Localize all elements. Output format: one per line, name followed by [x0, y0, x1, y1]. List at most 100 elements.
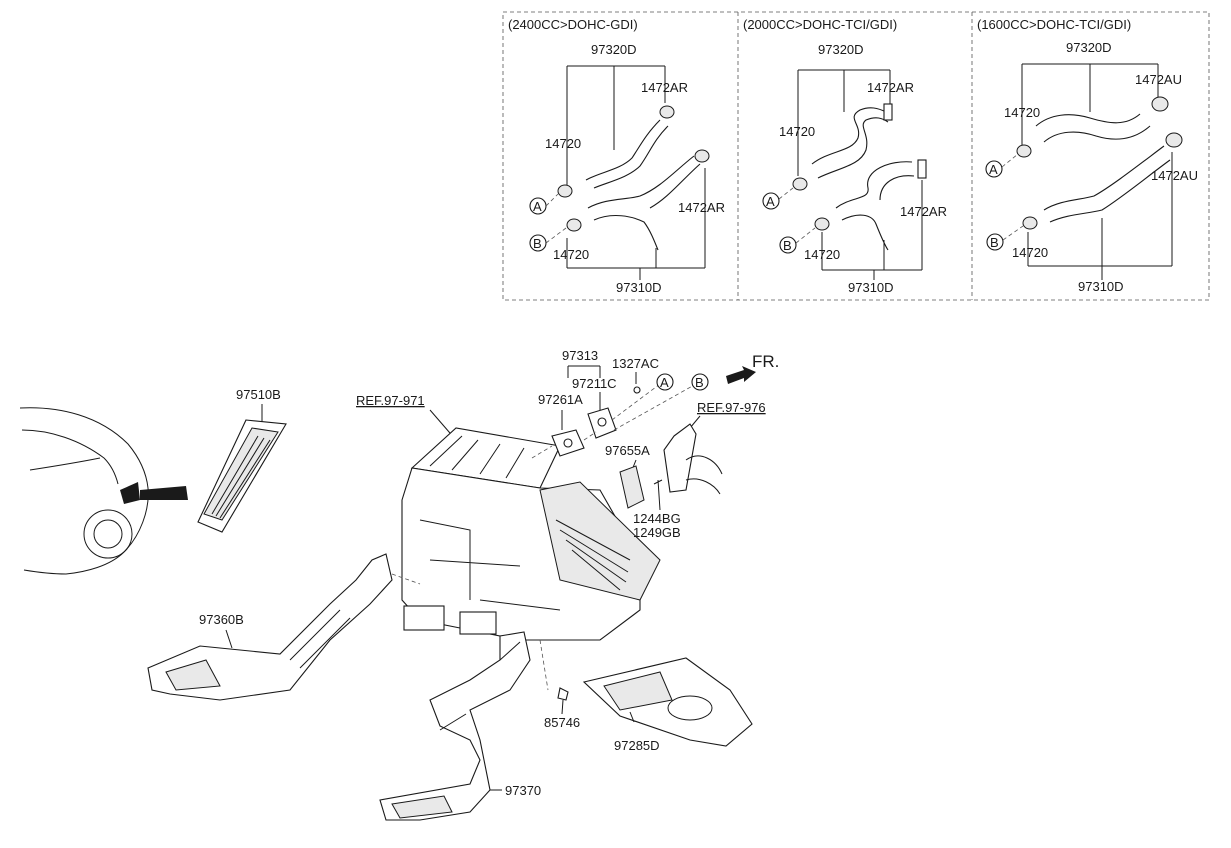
- leader-97310d: [821, 180, 923, 280]
- callout-b-label: B: [533, 236, 542, 251]
- upper-fittings: 97313 1327AC 97211C 97261A A B: [531, 348, 709, 459]
- clamp-icon: [792, 177, 808, 191]
- panel-2400cc: (2400CC>DOHC-GDI) 97320D 1472AR 14720 14…: [508, 17, 725, 295]
- part-label-97211c: 97211C: [572, 376, 617, 391]
- cover-97285d: 97285D: [582, 657, 753, 753]
- hose-lower-outline: [593, 163, 701, 251]
- leader-97360b: [225, 629, 233, 649]
- hose-lower: [1043, 145, 1165, 211]
- cover-round-recess: [667, 695, 713, 721]
- part-label-97320d: 97320D: [591, 42, 637, 57]
- callout-circle-a: [985, 160, 1003, 178]
- hose-upper: [1035, 113, 1141, 127]
- leader-97310d: [566, 168, 706, 280]
- car-hub: [93, 519, 123, 549]
- part-label-1472au-right: 1472AU: [1151, 168, 1198, 183]
- callout-circle-b: [779, 236, 797, 254]
- hose-lower: [587, 155, 695, 209]
- part-label-1244bg: 1244BG: [633, 511, 681, 526]
- location-arrow: [140, 486, 188, 500]
- callout-b-label: B: [695, 375, 704, 390]
- front-direction-indicator: FR.: [726, 352, 779, 384]
- cover-recess: [603, 671, 673, 711]
- callout-circle-b: [691, 373, 709, 391]
- part-label-1327ac: 1327AC: [612, 356, 659, 371]
- clamp-icon: [566, 218, 582, 232]
- car-window-line: [21, 429, 119, 485]
- part-label-97285d: 97285D: [614, 738, 660, 753]
- clamp-icon: [814, 217, 830, 231]
- part-label-97370: 97370: [505, 783, 541, 798]
- callout-b-label: B: [783, 238, 792, 253]
- part-label-97510b: 97510B: [236, 387, 281, 402]
- leader-97285d: [629, 711, 635, 723]
- nut-1327ac: [633, 386, 641, 394]
- seal-97655a: [619, 465, 645, 509]
- ref-976-group: REF.97-976 97655A 1244BG 1249GB: [605, 400, 766, 540]
- part-label-14720-lower: 14720: [1012, 245, 1048, 260]
- cover-body: [582, 657, 753, 747]
- duct-outlet: [165, 659, 221, 691]
- part-label-1472ar-top: 1472AR: [641, 80, 688, 95]
- hose-upper-outline: [817, 117, 889, 179]
- callout-circle-a: [762, 192, 780, 210]
- part-label-14720-upper: 14720: [779, 124, 815, 139]
- callout-leaders: [778, 187, 816, 244]
- part-label-97310d: 97310D: [848, 280, 894, 295]
- car-silhouette: [19, 407, 188, 575]
- part-label-97261a: 97261A: [538, 392, 583, 407]
- part-label-97320d: 97320D: [1066, 40, 1112, 55]
- screw-85746: 85746: [539, 639, 580, 730]
- leader-97310d: [1027, 152, 1173, 280]
- duct-97360b: 97360B: [147, 553, 421, 701]
- clamp-icon: [917, 159, 927, 179]
- hose-upper: [585, 119, 661, 181]
- bolt-1244bg: [653, 479, 663, 511]
- cabin-filter-97510b: 97510B: [197, 387, 287, 533]
- part-label-1472au-top: 1472AU: [1135, 72, 1182, 87]
- hose-upper-outline: [1043, 125, 1151, 143]
- clamp-icon: [1151, 96, 1169, 112]
- part-label-97310d: 97310D: [616, 280, 662, 295]
- part-label-97320d: 97320D: [818, 42, 864, 57]
- car-body-outline: [19, 407, 149, 575]
- duct-outlet: [391, 795, 453, 819]
- callout-a-label: A: [766, 194, 775, 209]
- panel-2000cc: (2000CC>DOHC-TCI/GDI) 97320D 1472AR 1472…: [743, 17, 947, 295]
- duct-body: [147, 553, 393, 701]
- engine-variant-inset: [502, 11, 1210, 301]
- panel-header: (1600CC>DOHC-TCI/GDI): [977, 17, 1131, 32]
- duct-body: [379, 631, 531, 821]
- part-label-85746: 85746: [544, 715, 580, 730]
- panel-header: (2000CC>DOHC-TCI/GDI): [743, 17, 897, 32]
- hvac-case-details: [419, 519, 561, 611]
- duct-assembly-line: [391, 573, 421, 585]
- callout-circle-a: [656, 373, 674, 391]
- clamp-icon: [1016, 144, 1032, 158]
- part-label-1472ar-top: 1472AR: [867, 80, 914, 95]
- screw-assembly-line: [539, 639, 549, 691]
- front-arrow-icon: [726, 366, 756, 384]
- leader-97320d: [1021, 63, 1159, 146]
- part-label-14720-lower: 14720: [553, 247, 589, 262]
- expansion-valve: [663, 423, 697, 493]
- callout-a-label: A: [660, 375, 669, 390]
- duct-ribs: [439, 641, 521, 731]
- car-filter-location: [120, 482, 140, 504]
- hose-lower: [835, 161, 913, 209]
- part-label-97313: 97313: [562, 348, 598, 363]
- hose-lower-outline: [841, 175, 915, 251]
- panel-1600cc: (1600CC>DOHC-TCI/GDI) 97320D 1472AU 1472…: [977, 17, 1198, 294]
- duct-97370: 97370: [379, 631, 541, 821]
- part-label-97310d: 97310D: [1078, 279, 1124, 294]
- blower-vents: [555, 519, 631, 591]
- hvac-unit: REF.97-971: [356, 393, 661, 641]
- gasket-hole: [597, 417, 607, 427]
- assembly-dash-lines: [531, 383, 697, 459]
- leader-97320d: [566, 65, 666, 190]
- callout-leaders: [545, 193, 567, 244]
- front-label: FR.: [752, 352, 779, 371]
- callout-a-label: A: [989, 162, 998, 177]
- panel-header: (2400CC>DOHC-GDI): [508, 17, 638, 32]
